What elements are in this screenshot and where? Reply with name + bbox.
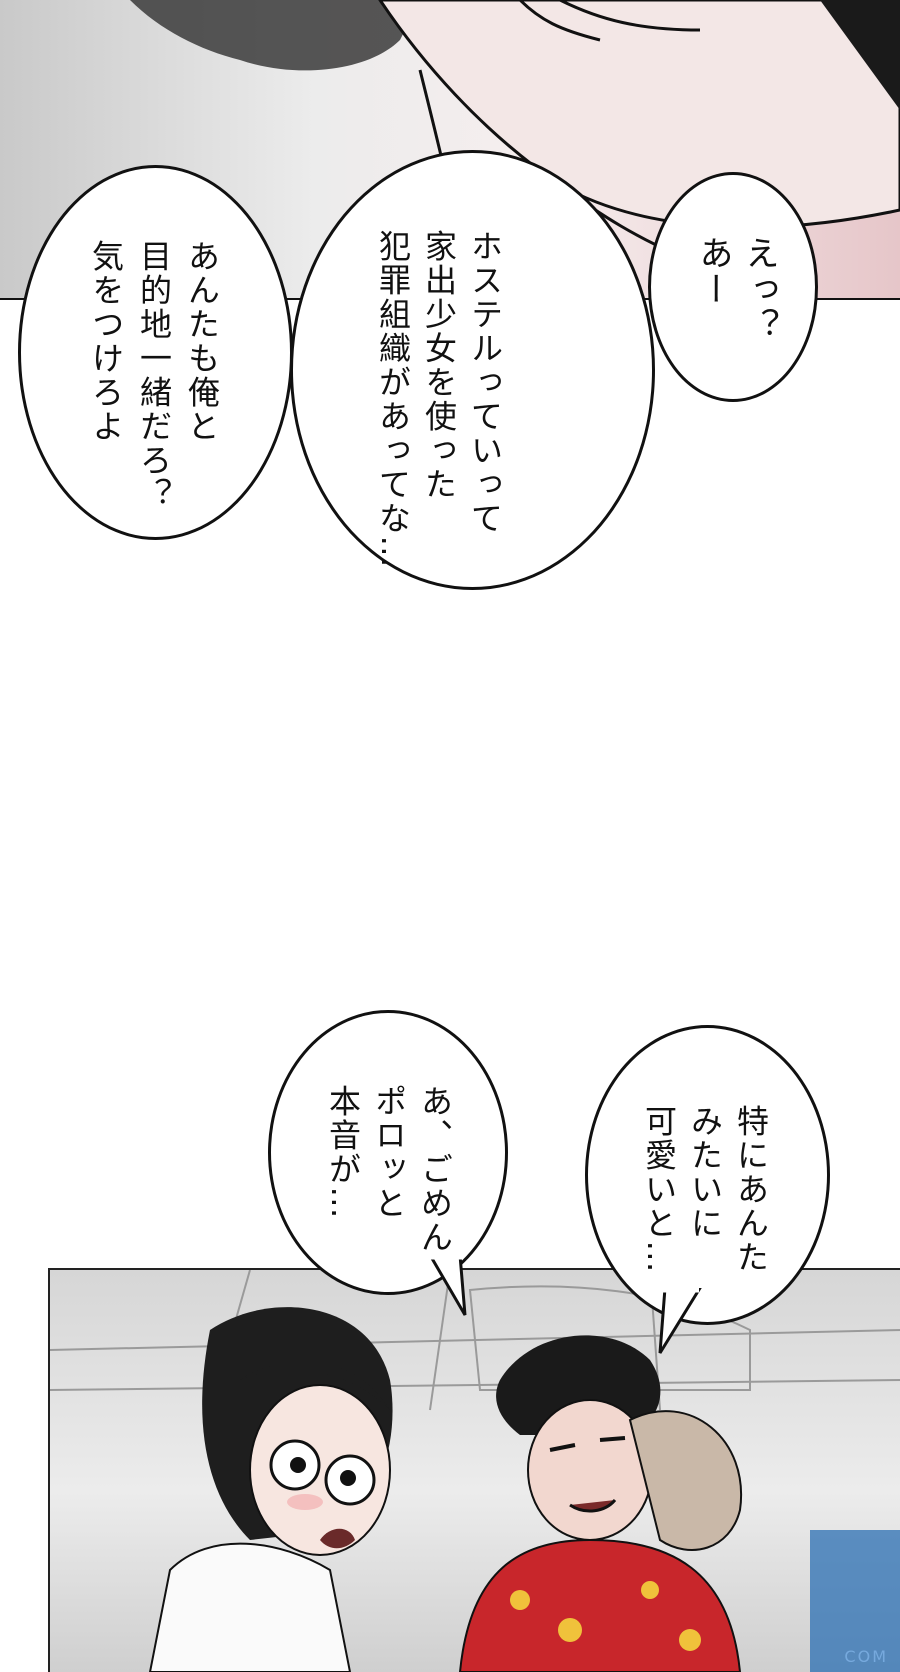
bubble-3-line-1: あんたも俺と	[183, 239, 221, 444]
bubble-4-text: 特にあんた みたいに 可愛いと…	[636, 1080, 820, 1274]
speech-bubble-3	[18, 165, 293, 540]
bubble-3-line-3: 気をつけろよ	[87, 239, 125, 444]
bubble-1-line-2: あー	[693, 235, 733, 308]
speech-bubble-4	[585, 1025, 830, 1325]
bubble-2-line-2: 家出少女を使った	[420, 229, 458, 502]
bubble-1-line-1: えっ？	[739, 235, 779, 344]
speech-bubble-2	[290, 150, 655, 590]
bubble-5-line-1: あ、ごめん	[416, 1084, 454, 1255]
speech-bubble-5	[268, 1010, 508, 1295]
bubble-4-line-1: 特にあんた	[732, 1104, 770, 1275]
bubble-2-line-1: ホステルっていって	[466, 229, 504, 536]
bubble-5-line-2: ポロッと	[370, 1084, 408, 1221]
bubble-4-line-2: みたいに	[686, 1104, 724, 1241]
bubble-1-text: えっ？ あー	[690, 210, 828, 344]
character-neck-art	[130, 0, 900, 300]
bubble-2-text: ホステルっていって 家出少女を使った 犯罪組織があってな…	[370, 205, 554, 569]
bubble-5-line-3: 本音が…	[324, 1084, 362, 1221]
bubble-5-tail	[428, 1255, 467, 1316]
bubble-4-tail	[658, 1288, 702, 1354]
watermark-text: COM	[844, 1647, 888, 1666]
bubble-3-line-2: 目的地一緒だろ？	[135, 239, 173, 512]
bubble-5-text: あ、ごめん ポロッと 本音が…	[320, 1060, 504, 1254]
bottom-panel: COM	[48, 1268, 900, 1672]
bubble-4-line-3: 可愛いと…	[640, 1104, 678, 1275]
speech-bubble-1	[648, 172, 818, 402]
bubble-3-text: あんたも俺と 目的地一緒だろ？ 気をつけろよ	[82, 215, 274, 511]
bubble-2-line-3: 犯罪組織があってな…	[374, 229, 412, 570]
train-interior-art	[50, 1270, 900, 1672]
